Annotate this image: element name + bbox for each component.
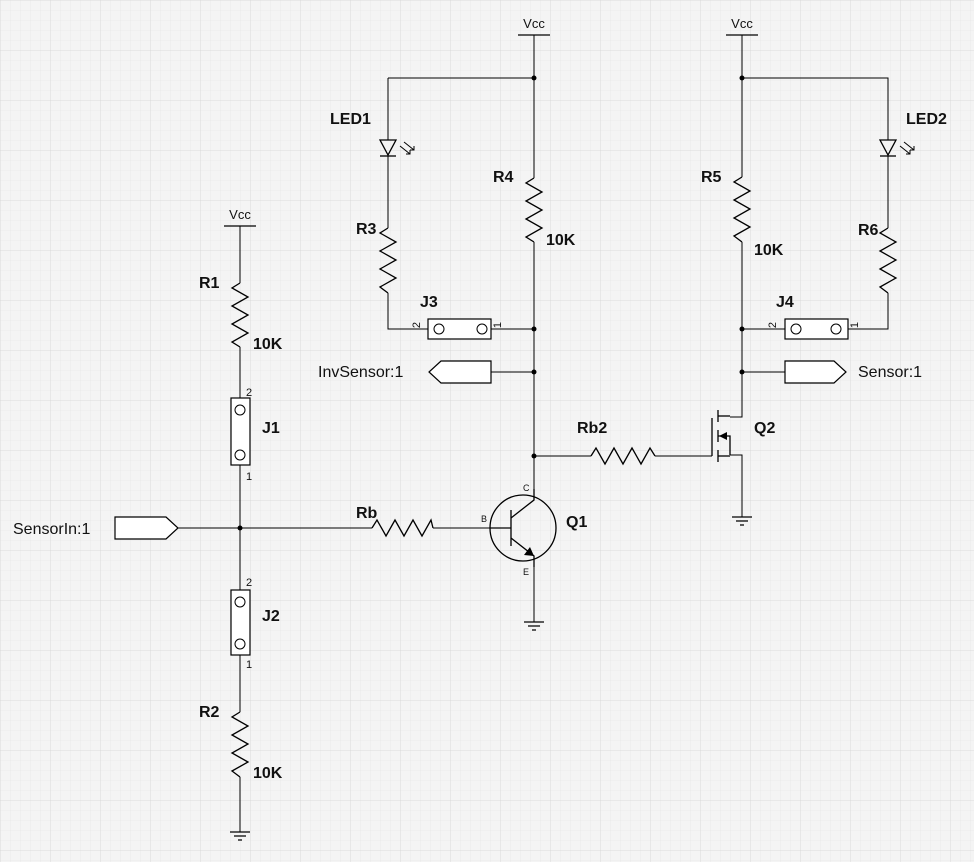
vcc-symbol-r5: Vcc: [726, 16, 758, 36]
led-led1[interactable]: LED1: [330, 111, 415, 157]
resistor-r1[interactable]: R1 10K: [199, 275, 283, 353]
wires: [178, 35, 889, 832]
svg-text:2: 2: [246, 387, 252, 399]
net-port-sensorin[interactable]: SensorIn:1: [13, 516, 179, 540]
svg-text:R1: R1: [199, 275, 220, 292]
svg-text:Q2: Q2: [754, 420, 775, 437]
svg-text:Vcc: Vcc: [731, 16, 753, 31]
jumper-j4[interactable]: 2 1 J4: [767, 294, 861, 340]
net-port-sensor[interactable]: Sensor:1: [784, 360, 922, 384]
transistor-q2[interactable]: Q2: [711, 410, 775, 462]
svg-text:LED1: LED1: [330, 111, 371, 128]
svg-text:B: B: [481, 514, 487, 524]
svg-text:Rb2: Rb2: [577, 420, 607, 437]
junctions: [237, 75, 745, 531]
svg-text:C: C: [523, 483, 530, 493]
svg-text:Rb: Rb: [356, 505, 378, 522]
resistor-rb[interactable]: Rb: [356, 505, 434, 538]
svg-text:10K: 10K: [253, 765, 283, 782]
svg-text:R3: R3: [356, 221, 377, 238]
svg-text:10K: 10K: [546, 232, 576, 249]
svg-text:1: 1: [246, 659, 252, 671]
svg-text:R6: R6: [858, 222, 879, 239]
svg-text:LED2: LED2: [906, 111, 947, 128]
svg-text:10K: 10K: [253, 336, 283, 353]
resistor-rb2[interactable]: Rb2: [577, 420, 656, 466]
resistor-r5[interactable]: R5 10K: [701, 169, 784, 259]
svg-text:Vcc: Vcc: [523, 16, 545, 31]
net-port-invsensor[interactable]: InvSensor:1: [318, 360, 492, 384]
resistor-r2[interactable]: R2 10K: [199, 704, 283, 782]
ground-symbol-q2: [732, 516, 752, 526]
jumper-j1[interactable]: 2 1 J1: [230, 387, 280, 483]
svg-text:Vcc: Vcc: [229, 207, 251, 222]
svg-text:J3: J3: [420, 294, 438, 311]
svg-text:2: 2: [411, 322, 423, 328]
svg-text:InvSensor:1: InvSensor:1: [318, 364, 403, 381]
svg-text:Q1: Q1: [566, 514, 587, 531]
jumper-j2[interactable]: 2 1 J2: [230, 577, 280, 671]
jumper-j3[interactable]: 2 1 J3: [411, 294, 504, 340]
led-led2[interactable]: LED2: [878, 111, 947, 157]
vcc-symbol-r4: Vcc: [518, 16, 550, 36]
svg-text:J2: J2: [262, 608, 280, 625]
svg-text:Sensor:1: Sensor:1: [858, 364, 922, 381]
svg-text:SensorIn:1: SensorIn:1: [13, 521, 90, 538]
transistor-q1[interactable]: B C E Q1: [481, 483, 587, 577]
svg-text:J1: J1: [262, 420, 280, 437]
resistor-r6[interactable]: R6: [858, 222, 898, 294]
svg-text:R2: R2: [199, 704, 220, 721]
ground-symbol-r2: [230, 831, 250, 841]
svg-text:R4: R4: [493, 169, 514, 186]
svg-text:J4: J4: [776, 294, 794, 311]
svg-text:2: 2: [246, 577, 252, 589]
svg-text:1: 1: [849, 322, 861, 328]
ground-symbol-q1: [524, 621, 544, 631]
svg-text:10K: 10K: [754, 242, 784, 259]
svg-text:1: 1: [492, 322, 504, 328]
svg-text:2: 2: [767, 322, 779, 328]
svg-text:R5: R5: [701, 169, 722, 186]
resistor-r4[interactable]: R4 10K: [493, 169, 576, 249]
resistor-r3[interactable]: R3: [356, 221, 398, 294]
vcc-symbol-r1: Vcc: [224, 207, 256, 227]
svg-text:E: E: [523, 567, 529, 577]
svg-text:1: 1: [246, 471, 252, 483]
